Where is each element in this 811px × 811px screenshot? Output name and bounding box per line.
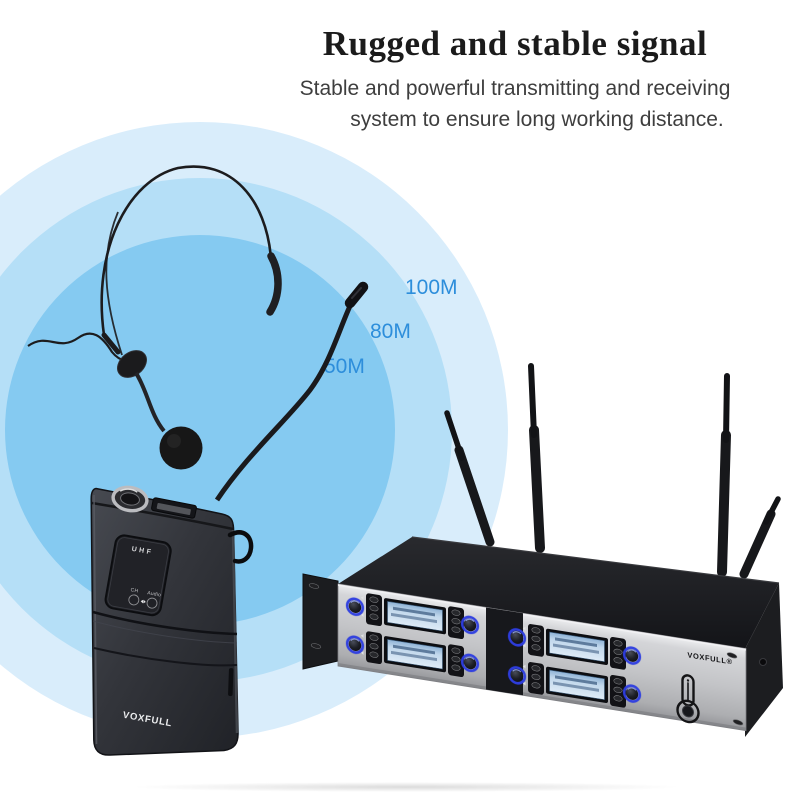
headset-cable — [27, 332, 127, 363]
mic-boom — [134, 371, 166, 433]
mic-foam-windscreen — [159, 426, 203, 470]
bodypack-seam-upper-highlight — [92, 620, 238, 644]
power-thermometer-icon — [676, 674, 700, 724]
receiver-antennas — [444, 363, 781, 579]
page-title: Rugged and stable signal — [322, 24, 708, 63]
gooseneck-microphone — [214, 281, 369, 502]
gooseneck-capsule-highlight — [351, 287, 362, 299]
bodypack-band-label: UHF — [131, 546, 154, 557]
antenna-4-tip — [763, 496, 781, 525]
bodypack-top-bevel — [91, 501, 234, 531]
mic-foam-highlight — [167, 434, 181, 448]
bodypack-audio-label: Audio — [147, 590, 162, 598]
receiver-chassis-top — [338, 537, 779, 649]
arrow-right-icon — [143, 599, 146, 604]
headset-ear-hook — [266, 252, 282, 316]
range-label-100m: 100M — [405, 276, 458, 299]
bodypack-seam-upper — [92, 610, 238, 636]
belt-clip — [227, 530, 254, 564]
bodypack-ch-label: CH — [130, 587, 139, 594]
antenna-2 — [529, 425, 545, 553]
subtitle-line-1: Stable and powerful transmitting and rec… — [299, 77, 731, 100]
bodypack-transmitter: UHF CH Audio VOXFULL — [90, 485, 254, 756]
subtitle-line-2: system to ensure long working distance. — [350, 108, 724, 131]
bodypack-right-edge — [231, 529, 239, 734]
headset-band-inner-wire — [105, 211, 123, 356]
header: Rugged and stable signal Stable and powe… — [280, 24, 750, 135]
range-label-80m: 80M — [370, 320, 411, 343]
bodypack-audio-button — [146, 597, 158, 609]
antenna-1-tip — [444, 410, 465, 461]
headset-earpiece — [117, 350, 147, 378]
xlr-connector — [111, 485, 149, 513]
antenna-3-tip — [723, 373, 730, 443]
gooseneck-shaft — [214, 304, 353, 502]
receiver-unit: VOXFULL® — [302, 363, 783, 737]
antenna-2-tip — [528, 363, 537, 438]
headset-band — [100, 165, 273, 336]
headset-microphone — [27, 165, 282, 470]
top-slot — [151, 497, 197, 519]
receiver-front-panel: VOXFULL® — [337, 583, 747, 732]
bodypack-body — [90, 487, 239, 756]
headset-band-end — [101, 332, 121, 355]
left-rack-ear — [302, 573, 339, 670]
bodypack-control-panel: UHF CH Audio — [104, 534, 172, 617]
bodypack-ch-button — [128, 594, 140, 606]
bodypack-left-edge-highlight — [93, 494, 98, 745]
right-face-hole — [759, 658, 767, 666]
antenna-3 — [717, 430, 731, 577]
range-label-50m: 50M — [324, 355, 365, 378]
floor-shadow — [25, 780, 787, 794]
antenna-1 — [454, 445, 495, 547]
chassis-back-edge — [411, 536, 780, 584]
arrow-left-icon — [140, 599, 144, 604]
bodypack-seam-lower — [93, 647, 238, 667]
bodypack-side-slot — [228, 668, 234, 697]
